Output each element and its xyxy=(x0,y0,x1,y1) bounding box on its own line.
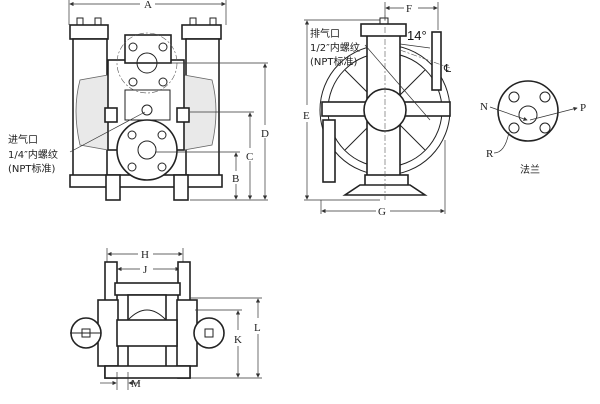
inlet-label-line1: 进气口 xyxy=(8,133,38,146)
dim-k-label: K xyxy=(234,334,242,346)
exhaust-label-line1: 排气口 xyxy=(310,27,340,40)
flange-r-label: R xyxy=(486,148,494,160)
dim-d-label: D xyxy=(261,128,269,140)
flange-n-label: N xyxy=(480,101,488,113)
dim-m-label: M xyxy=(131,378,141,390)
dim-j-label: J xyxy=(143,264,148,276)
exhaust-label-line3: (NPT标准) xyxy=(310,56,358,68)
inlet-label-line2: 1/4″内螺纹 xyxy=(8,148,58,161)
dim-b-label: B xyxy=(232,173,239,185)
bottom-view: H J L K M xyxy=(70,248,262,390)
dim-f-label: F xyxy=(406,3,412,15)
dim-a-label: A xyxy=(144,0,152,11)
flange-view: N P R 法兰 xyxy=(480,80,586,176)
angle-label: 14° xyxy=(407,28,427,43)
dim-g-label: G xyxy=(378,206,386,218)
flange-title: 法兰 xyxy=(520,163,540,176)
inlet-label-line3: (NPT标准) xyxy=(8,163,56,175)
front-view: A xyxy=(8,0,269,201)
exhaust-label-line2: 1/2″内螺纹 xyxy=(310,41,360,54)
dim-e-label: E xyxy=(303,110,310,122)
dim-h-label: H xyxy=(141,249,149,261)
pump-body-bottom xyxy=(70,261,225,379)
pump-body-front xyxy=(69,17,223,201)
pump-body-side xyxy=(319,15,451,200)
dim-c-label: C xyxy=(246,151,253,163)
side-view: E F G 排气口 1/2″ xyxy=(303,2,451,218)
flange-p-label: P xyxy=(580,102,586,114)
dim-l-label: L xyxy=(254,322,261,334)
centerline-symbol: ℄ xyxy=(443,63,451,75)
